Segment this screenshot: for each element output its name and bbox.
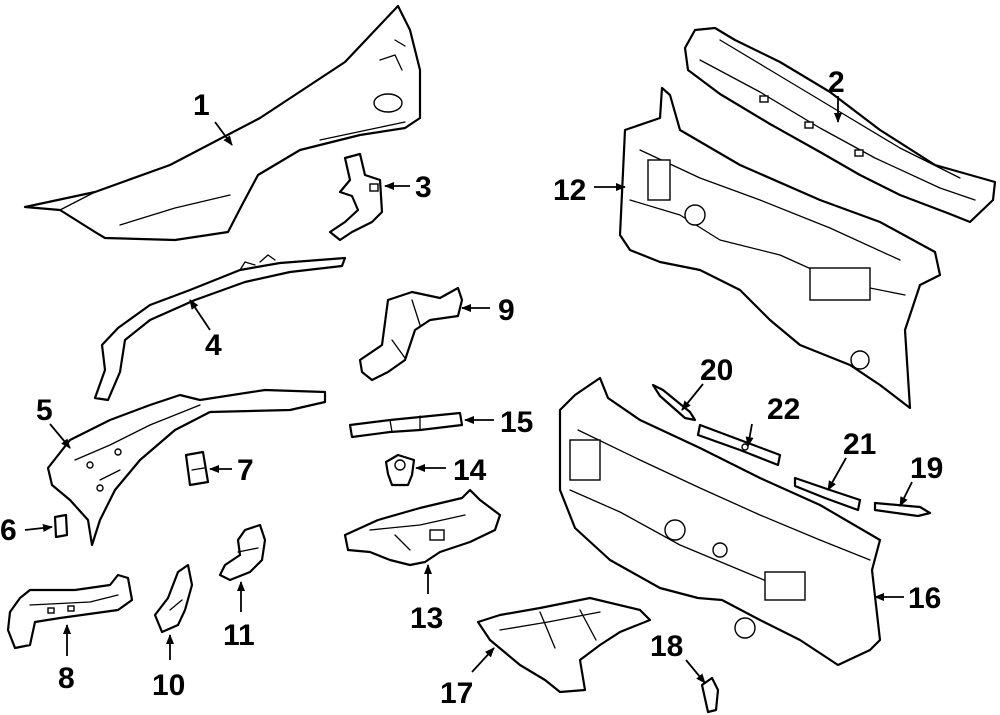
callout-16: 16 (908, 582, 941, 615)
callout-19: 19 (910, 452, 943, 485)
callout-18: 18 (650, 630, 683, 663)
part-7-block (184, 450, 210, 487)
callout-14: 14 (453, 454, 487, 487)
callout-7: 7 (237, 454, 254, 487)
callout-1: 1 (193, 89, 210, 122)
leader-4 (189, 299, 211, 331)
part-15-strip (348, 411, 464, 439)
leader-5 (49, 423, 71, 449)
part-12-firewall-upper (618, 86, 942, 410)
part-4-rail (93, 254, 347, 402)
part-10-bracket (153, 563, 194, 634)
callout-5: 5 (36, 394, 53, 427)
callout-9: 9 (498, 294, 515, 327)
callout-2: 2 (828, 66, 845, 99)
callout-22: 22 (767, 393, 800, 426)
callout-6: 6 (0, 514, 17, 547)
part-13-bracket (343, 488, 502, 567)
leader-22 (745, 423, 754, 447)
part-5-side-member (46, 388, 327, 547)
part-8-bracket (6, 573, 134, 650)
part-14-grommet (384, 453, 416, 487)
leader-lines (24, 96, 913, 684)
callout-labels: 1 2 3 4 5 6 7 8 9 10 11 12 13 14 15 16 1… (0, 66, 943, 710)
part-18-bracket (700, 676, 720, 714)
part-22-strip (696, 423, 782, 467)
leader-17 (471, 647, 495, 673)
part-9-bracket (358, 286, 464, 382)
callout-13: 13 (410, 602, 443, 635)
leader-1 (214, 121, 233, 146)
callout-20: 20 (700, 354, 733, 387)
part-19-strip (873, 501, 932, 518)
leader-18 (685, 659, 706, 684)
callout-11: 11 (223, 619, 255, 652)
part-2-cowl-rail (683, 26, 997, 224)
callout-4: 4 (205, 329, 222, 362)
leader-6 (24, 524, 53, 532)
part-11-bracket (218, 523, 267, 582)
callout-3: 3 (415, 171, 432, 204)
part-16-firewall-lower (558, 376, 882, 667)
callout-21: 21 (843, 428, 876, 461)
callout-17: 17 (440, 677, 473, 710)
part-6-clip (53, 513, 69, 539)
part-20-strip (651, 383, 697, 422)
leader-20 (681, 383, 704, 411)
part-3-bracket (328, 152, 384, 242)
leader-19 (899, 481, 913, 507)
part-1-cowl-panel (23, 4, 422, 242)
leader-21 (827, 457, 847, 491)
callout-12: 12 (553, 174, 586, 207)
callout-15: 15 (500, 406, 533, 439)
callout-10: 10 (152, 669, 185, 702)
part-17-tunnel (476, 596, 652, 694)
callout-8: 8 (58, 662, 75, 695)
